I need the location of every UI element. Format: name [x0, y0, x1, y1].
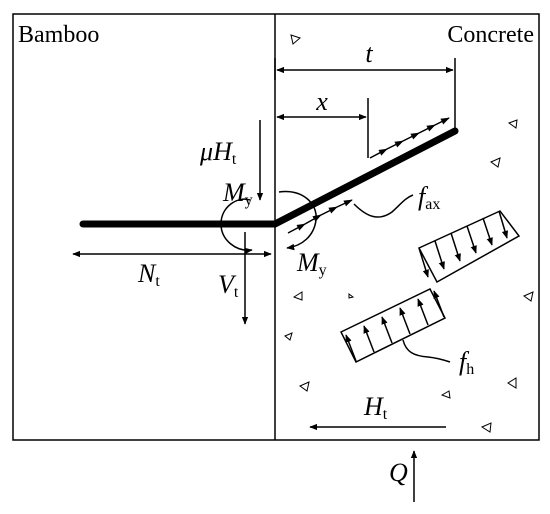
axial-shear-arrows-lower: [287, 199, 353, 234]
fax-leader: [353, 194, 414, 218]
ht-label: Ht: [363, 392, 388, 423]
vt-label: Vt: [218, 270, 239, 301]
bamboo-bar: [79, 127, 459, 228]
fh-label: fh: [459, 347, 474, 378]
moment-arc-left: [220, 198, 253, 255]
axial-shear-arrows-upper: [369, 117, 450, 159]
bearing-block-upper: [417, 210, 521, 284]
aggregate-triangles: [284, 34, 534, 433]
x-label: x: [315, 87, 328, 116]
fh-leader: [402, 339, 451, 363]
concrete-label: Concrete: [447, 22, 534, 48]
q-label: Q: [389, 458, 408, 487]
moment-arc-right: [278, 190, 317, 251]
muHt-label: μHt: [199, 137, 237, 168]
t-label: t: [365, 39, 373, 68]
my-lower-label: My: [296, 248, 327, 279]
bearing-block-lower: [339, 288, 447, 364]
outer-frame: [12, 13, 540, 441]
nt-label: Nt: [137, 259, 160, 290]
fax-label: fax: [418, 182, 440, 213]
my-upper-label: My: [222, 178, 253, 209]
bamboo-label: Bamboo: [18, 22, 99, 48]
